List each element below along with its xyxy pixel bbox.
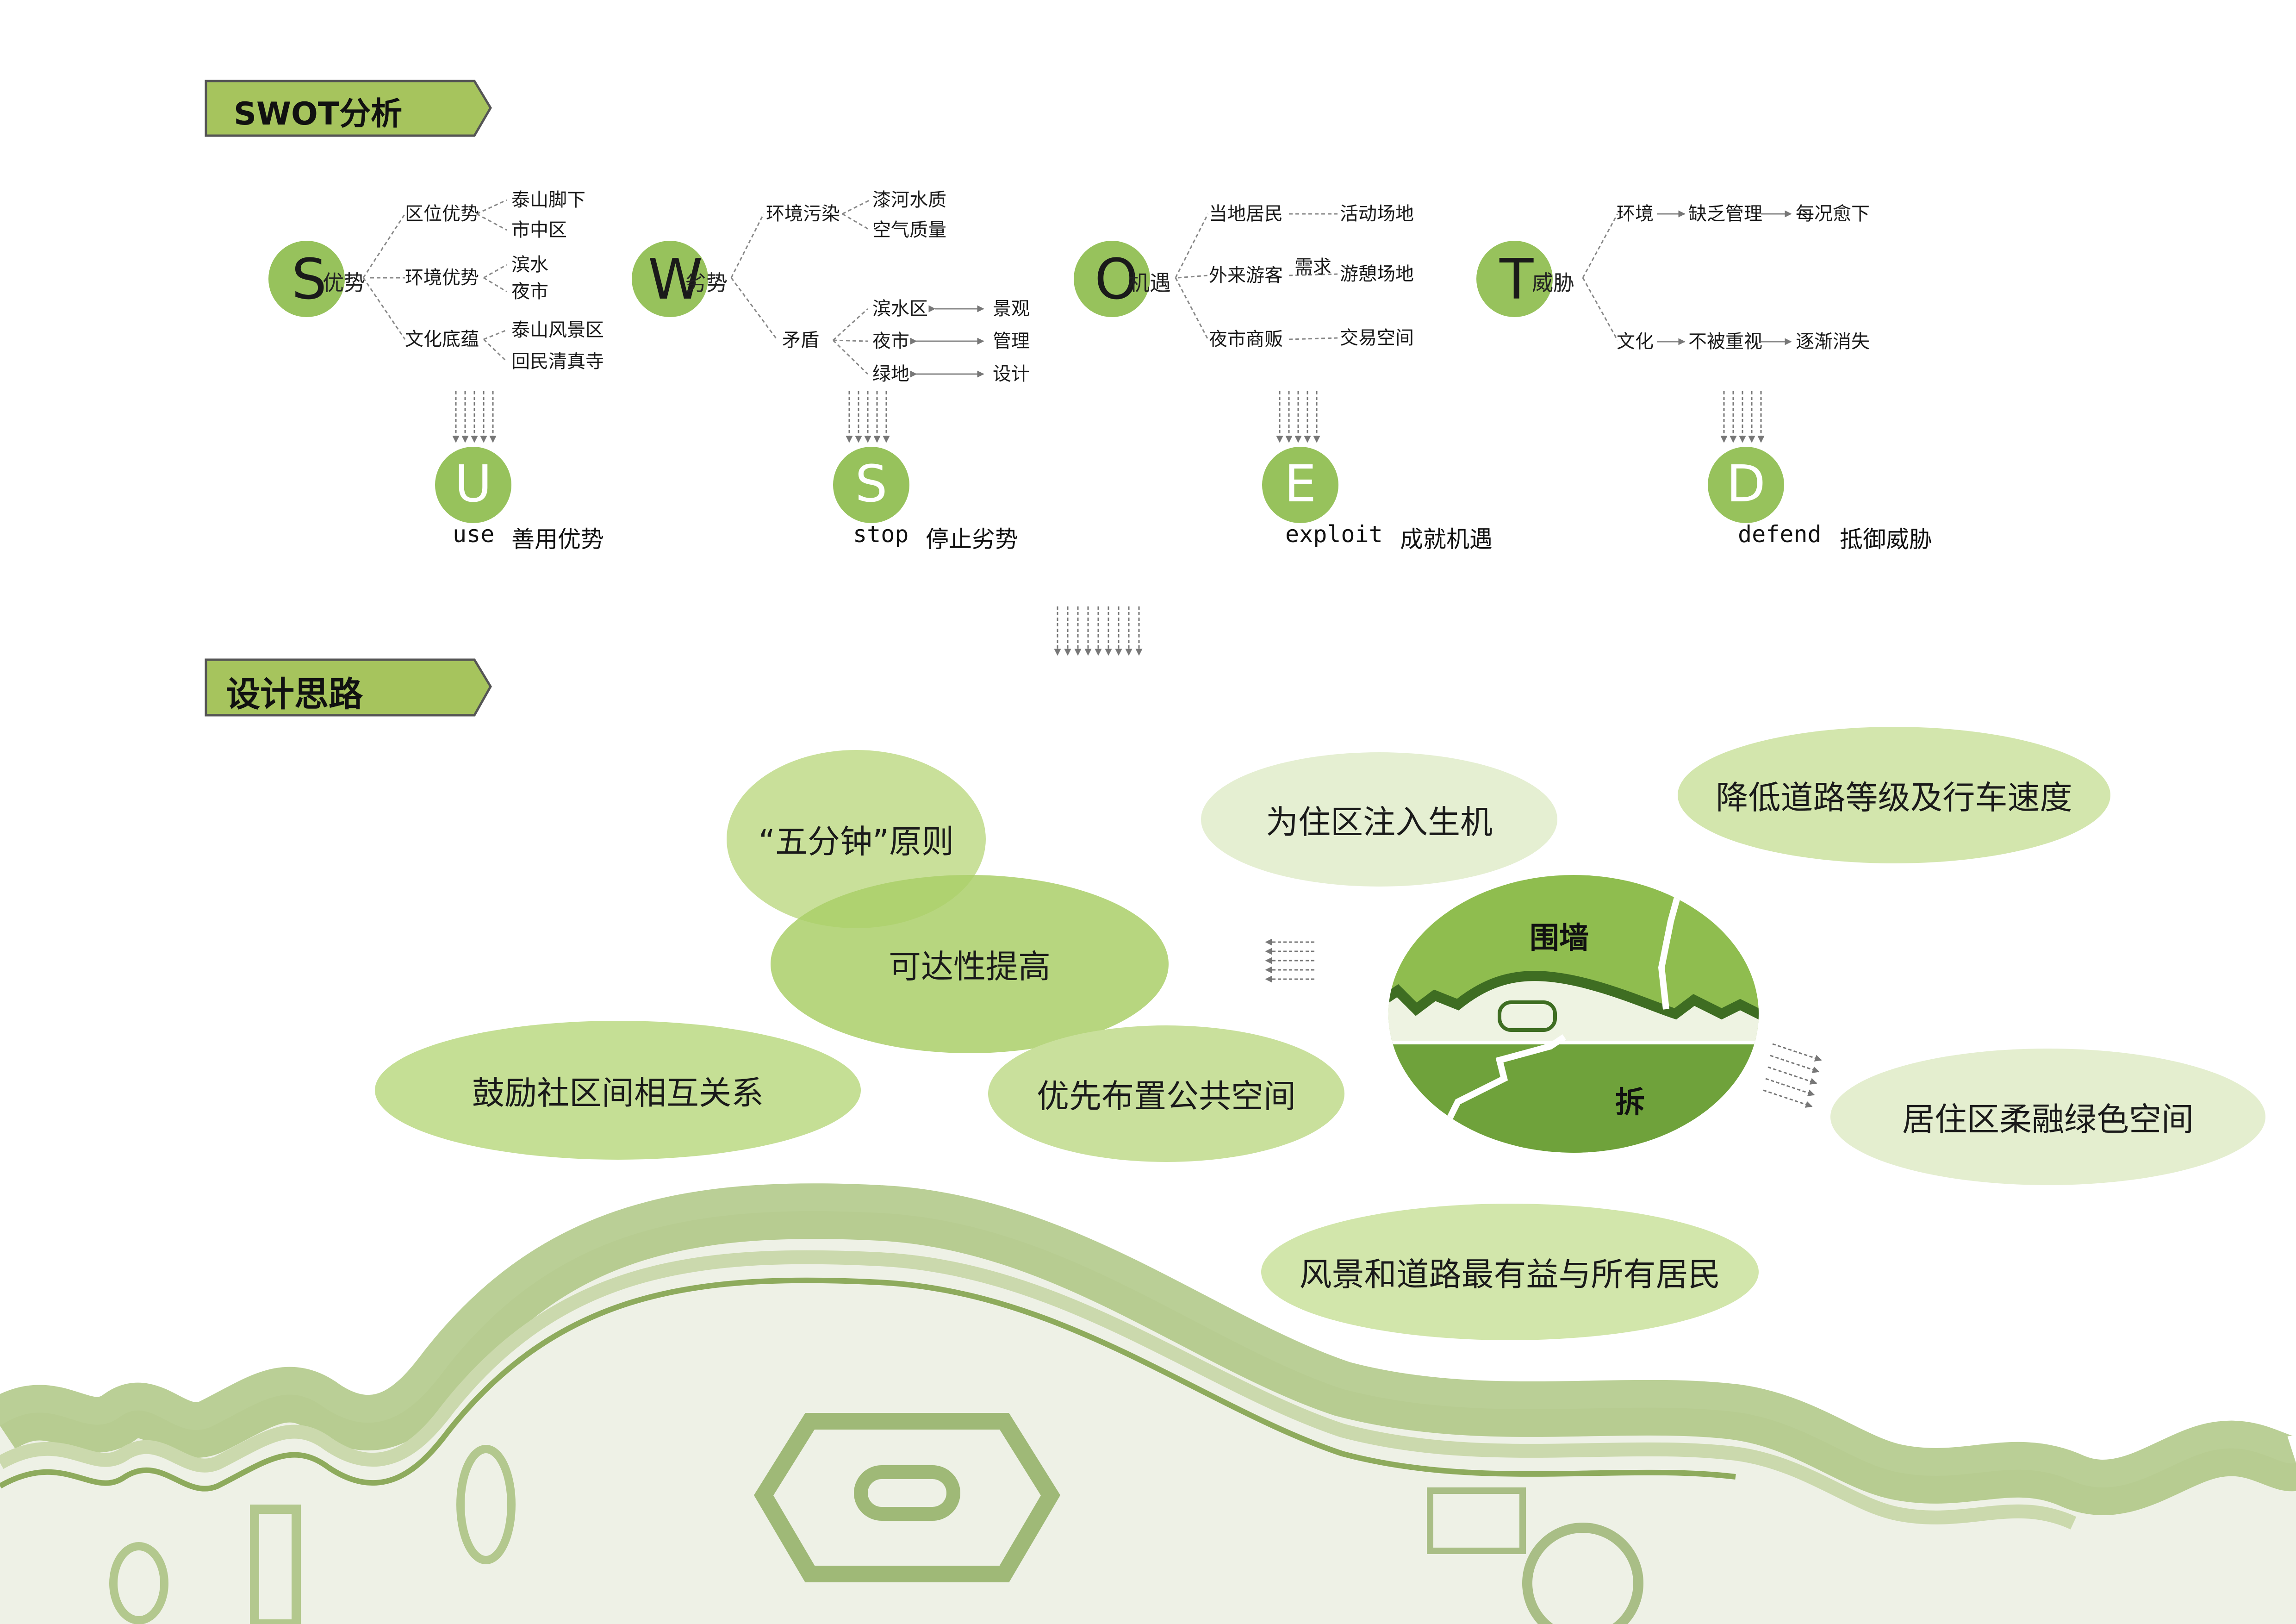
s2-circle (833, 447, 909, 523)
idea-vitality: 为住区注入生机 (1201, 752, 1557, 887)
idea-green-space-text: 居住区柔融绿色空间 (1902, 1100, 2194, 1138)
s-tree-lines (362, 199, 508, 362)
w-circle (632, 241, 708, 317)
wall-illustration (0, 1183, 2296, 1624)
design-title: 设计思路 (226, 675, 363, 714)
t-branch-1m: 缺乏管理 (1688, 203, 1762, 225)
o-tree-lines (1175, 213, 1338, 340)
idea-accessibility: 可达性提高 (771, 875, 1169, 1053)
e-word: exploit (1285, 521, 1383, 548)
s-branch-3b: 回民清真寺 (511, 351, 604, 372)
e-letter: E (1284, 454, 1317, 513)
s-label: 优势 (323, 270, 365, 295)
swot-title-banner (205, 80, 492, 137)
idea-public-space-text: 优先布置公共空间 (1037, 1077, 1296, 1115)
s-branch-3a: 泰山风景区 (511, 319, 604, 341)
o-letter: O (1095, 248, 1139, 312)
w-result-1: 景观 (993, 298, 1030, 319)
s-branch-1a: 泰山脚下 (511, 189, 585, 211)
s-branch-2b: 夜市 (511, 281, 548, 302)
w-result-2: 管理 (993, 331, 1030, 352)
t-letter: T (1500, 248, 1534, 312)
u-chinese: 善用优势 (511, 526, 604, 553)
u-letter: U (454, 454, 492, 513)
w-tree-lines (730, 199, 871, 375)
t-branch-2: 文化 (1617, 331, 1654, 352)
u-circle (435, 447, 511, 523)
w-letter: W (648, 248, 703, 312)
o-branch-1: 当地居民 (1209, 203, 1283, 225)
d-chinese: 抵御威胁 (1840, 526, 1932, 553)
w-branch-2b: 夜市 (872, 331, 909, 352)
o-branch-3: 夜市商贩 (1209, 329, 1283, 350)
idea-accessibility-text: 可达性提高 (889, 948, 1051, 986)
idea-community: 鼓励社区间相互关系 (375, 1021, 861, 1160)
w-branch-1b: 空气质量 (872, 219, 946, 241)
t-tree-lines (1582, 213, 1618, 341)
t-label: 威胁 (1532, 270, 1574, 295)
s-branch-2: 环境优势 (405, 267, 479, 288)
idea-scenery-road: 风景和道路最有益与所有居民 (1261, 1204, 1759, 1340)
idea-five-minute-text: “五分钟”原则 (758, 823, 954, 861)
w-double-arrows (910, 305, 984, 378)
s-branch-1: 区位优势 (405, 203, 479, 225)
t-branch-1r: 每况愈下 (1796, 203, 1870, 225)
o-label: 机遇 (1128, 270, 1171, 295)
s2-chinese: 停止劣势 (926, 526, 1018, 553)
t-branch-1: 环境 (1617, 203, 1654, 225)
idea-green-space: 居住区柔融绿色空间 (1830, 1049, 2265, 1185)
down-arrows (452, 391, 1765, 656)
w-branch-1a: 漆河水质 (872, 189, 946, 211)
left-arrows (1265, 938, 1314, 983)
wall-label: 围墙 (1530, 921, 1589, 956)
o-circle (1074, 241, 1150, 317)
o-branch-2: 外来游客 (1209, 265, 1283, 286)
idea-public-space: 优先布置公共空间 (988, 1025, 1344, 1162)
idea-vitality-text: 为住区注入生机 (1266, 803, 1493, 841)
w-branch-2: 矛盾 (782, 330, 819, 351)
s-branch-2a: 滨水 (511, 254, 548, 275)
idea-road-speed-text: 降低道路等级及行车速度 (1716, 779, 2072, 817)
o-branch-3r: 交易空间 (1340, 327, 1414, 349)
s-branch-3: 文化底蕴 (405, 329, 479, 350)
e-chinese: 成就机遇 (1400, 526, 1493, 553)
swot-title: SWOT分析 (234, 96, 403, 132)
demolish-label: 拆 (1615, 1085, 1645, 1120)
d-circle (1708, 447, 1784, 523)
idea-scenery-road-text: 风景和道路最有益与所有居民 (1299, 1255, 1721, 1293)
o-branch-2r: 游憩场地 (1340, 263, 1414, 285)
s2-word: stop (853, 521, 909, 548)
s-branch-1b: 市中区 (511, 219, 567, 241)
u-word: use (453, 521, 495, 548)
t-circle (1476, 241, 1553, 317)
o-branch-2m: 需求 (1294, 256, 1332, 278)
idea-road-speed: 降低道路等级及行车速度 (1678, 727, 2110, 863)
d-word: defend (1738, 521, 1822, 548)
e-circle (1262, 447, 1338, 523)
wall-circle-illustration (1388, 875, 1759, 1153)
s2-letter: S (855, 454, 888, 513)
d-letter: D (1726, 454, 1766, 513)
w-label: 劣势 (685, 270, 728, 295)
s-circle (268, 241, 345, 317)
t-branch-2m: 不被重视 (1688, 331, 1762, 352)
idea-community-text: 鼓励社区间相互关系 (472, 1074, 764, 1112)
w-result-3: 设计 (993, 363, 1030, 385)
o-branch-1r: 活动场地 (1340, 203, 1414, 225)
design-title-banner (205, 658, 492, 717)
t-arrows (1657, 210, 1792, 345)
w-branch-2a: 滨水区 (872, 298, 928, 319)
w-branch-1: 环境污染 (766, 203, 840, 225)
diagonal-arrows (1763, 1043, 1822, 1108)
w-branch-2c: 绿地 (872, 363, 909, 385)
t-branch-2r: 逐渐消失 (1796, 331, 1870, 352)
s-letter: S (292, 248, 327, 312)
